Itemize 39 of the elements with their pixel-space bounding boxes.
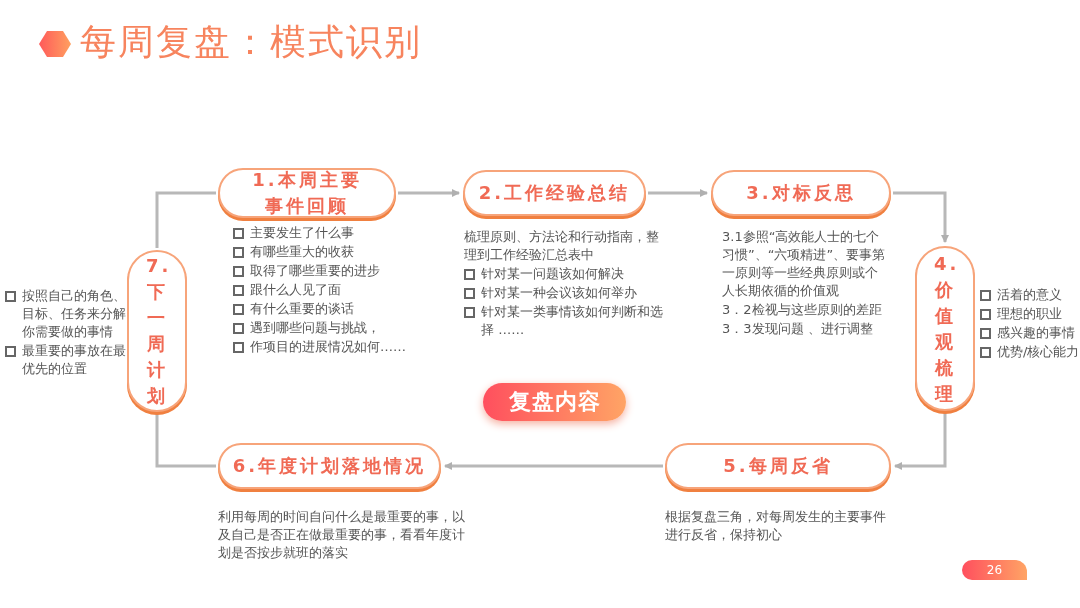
arrow xyxy=(894,413,947,470)
bullet-text: 有什么重要的谈话 xyxy=(250,300,354,318)
topic-pill: 复盘内容 xyxy=(483,383,626,421)
description-text: 3.1参照“高效能人士的七个习惯”、“六项精进”、要事第一原则等一些经典原则或个人长期依循的价值观 xyxy=(722,228,887,300)
description-text: 3．2检视与这些原则的差距 xyxy=(722,301,883,319)
step-box: 3.对标反思 xyxy=(711,170,891,216)
page-number-badge: 26 xyxy=(962,560,1027,580)
bullet-text: 针对某一种会议该如何举办 xyxy=(481,284,637,302)
connector-line xyxy=(155,191,216,248)
bullet-text: 遇到哪些问题与挑战， xyxy=(250,319,380,337)
arrow xyxy=(648,189,708,197)
bullet-text: 取得了哪些重要的进步 xyxy=(250,262,380,280)
bullet-text: 针对某一问题该如何解决 xyxy=(481,265,624,283)
connector-line xyxy=(155,414,216,468)
bullet-text: 针对某一类事情该如何判断和选择 …… xyxy=(481,303,664,339)
arrow xyxy=(398,189,460,197)
bullet-text: 按照自己的角色、目标、任务来分解你需要做的事情 xyxy=(22,287,127,341)
step-box: 4.价值观梳理 xyxy=(915,246,975,411)
step-box: 2.工作经验总结 xyxy=(463,170,646,216)
bullet-text: 优势/核心能力 xyxy=(997,343,1080,361)
step-box: 1.本周主要事件回顾 xyxy=(218,168,396,218)
arrow xyxy=(893,191,949,243)
bullet-text: 最重要的事放在最优先的位置 xyxy=(22,342,127,378)
description-text: 根据复盘三角，对每周发生的主要事件进行反省，保持初心 xyxy=(665,508,887,544)
description-text: 3．3发现问题 、进行调整 xyxy=(722,320,874,338)
bullet-text: 活着的意义 xyxy=(997,286,1062,304)
bullet-text: 作项目的进展情况如何…… xyxy=(250,338,406,356)
bullet-text: 有哪些重大的收获 xyxy=(250,243,354,261)
bullet-text: 感兴趣的事情 xyxy=(997,324,1075,342)
title: 每周复盘：模式识别 xyxy=(80,20,422,64)
bullet-text: 跟什么人见了面 xyxy=(250,281,341,299)
description-text: 利用每周的时间自问什么是最重要的事，以及自己是否正在做最重要的事，看看年度计划是否按步就班的落实 xyxy=(218,508,466,562)
bullet-text: 理想的职业 xyxy=(997,305,1062,323)
step-box: 5.每周反省 xyxy=(665,443,891,489)
bullet-text: 主要发生了什么事 xyxy=(250,224,354,242)
description-text: 梳理原则、方法论和行动指南，整理到工作经验汇总表中 xyxy=(464,228,660,264)
step-box: 6.年度计划落地情况 xyxy=(218,443,441,489)
arrow xyxy=(444,462,663,470)
step-box: 7.下一周计划 xyxy=(127,250,187,412)
